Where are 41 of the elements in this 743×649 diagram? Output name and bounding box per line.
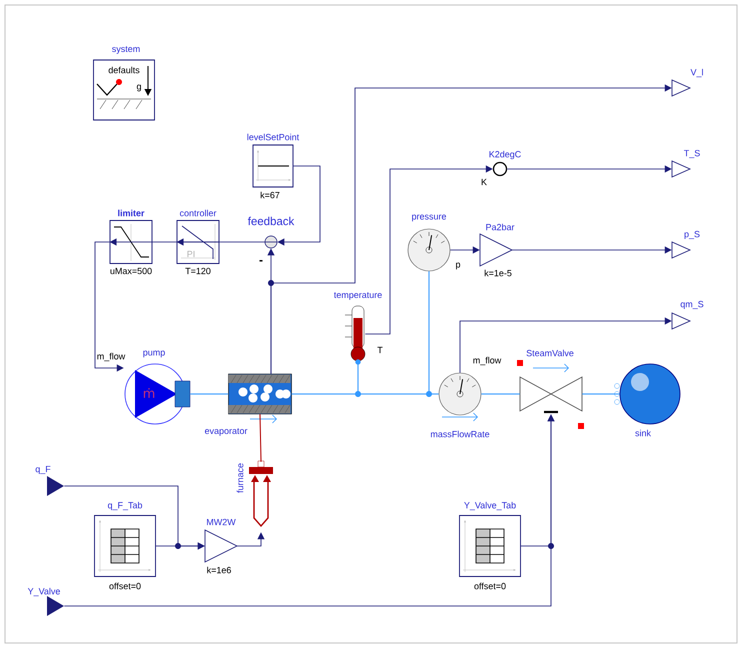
component-label: pressure xyxy=(412,214,446,222)
component-label: MW2W xyxy=(207,518,236,526)
component-label: K2degC xyxy=(490,150,521,160)
component-label: T_S xyxy=(684,150,700,158)
inner-label: PI xyxy=(188,250,194,258)
parameter-label: k=1e-5 xyxy=(484,270,512,276)
component-label: q_F_Tab xyxy=(108,502,142,510)
component-label: limiter xyxy=(118,210,144,216)
component-label: temperature xyxy=(334,292,382,300)
port-label: T xyxy=(377,346,383,354)
component-label: evaporator xyxy=(204,428,248,436)
component-label: SteamValve xyxy=(526,350,574,356)
component-label: pump xyxy=(143,350,165,358)
inner-label: defaults xyxy=(108,66,140,74)
component-label: feedback xyxy=(248,216,294,226)
parameter-label: T=120 xyxy=(185,268,210,274)
parameter-label: m_flow xyxy=(473,356,502,366)
component-label: system xyxy=(112,46,140,54)
component-label: furnace xyxy=(236,463,244,493)
component-label: controller xyxy=(180,210,216,216)
component-label: Pa2bar xyxy=(486,224,514,230)
component-label: p_S xyxy=(684,230,700,240)
parameter-label: uMax=500 xyxy=(110,268,152,274)
component-label: qm_S xyxy=(680,300,704,310)
parameter-label: m_flow xyxy=(97,352,126,362)
component-label: sink xyxy=(635,430,651,436)
component-label: levelSetPoint xyxy=(247,134,300,140)
component-label: V_l xyxy=(690,68,703,78)
parameter-label: offset=0 xyxy=(474,582,506,590)
connector-line xyxy=(260,414,262,462)
parameter-label: p xyxy=(456,262,460,270)
parameter-label: k=67 xyxy=(260,192,280,198)
parameter-label: K xyxy=(482,178,487,186)
parameter-label: offset=0 xyxy=(109,582,141,590)
component-label: Y_Valve_Tab xyxy=(464,502,516,510)
minus-sign: - xyxy=(259,260,263,262)
parameter-label: k=1e6 xyxy=(207,566,231,574)
component-label: Y_Valve xyxy=(28,588,60,596)
component-label: q_F xyxy=(36,466,50,474)
inner-label: g xyxy=(136,84,141,92)
component-label: massFlowRate xyxy=(430,430,490,438)
